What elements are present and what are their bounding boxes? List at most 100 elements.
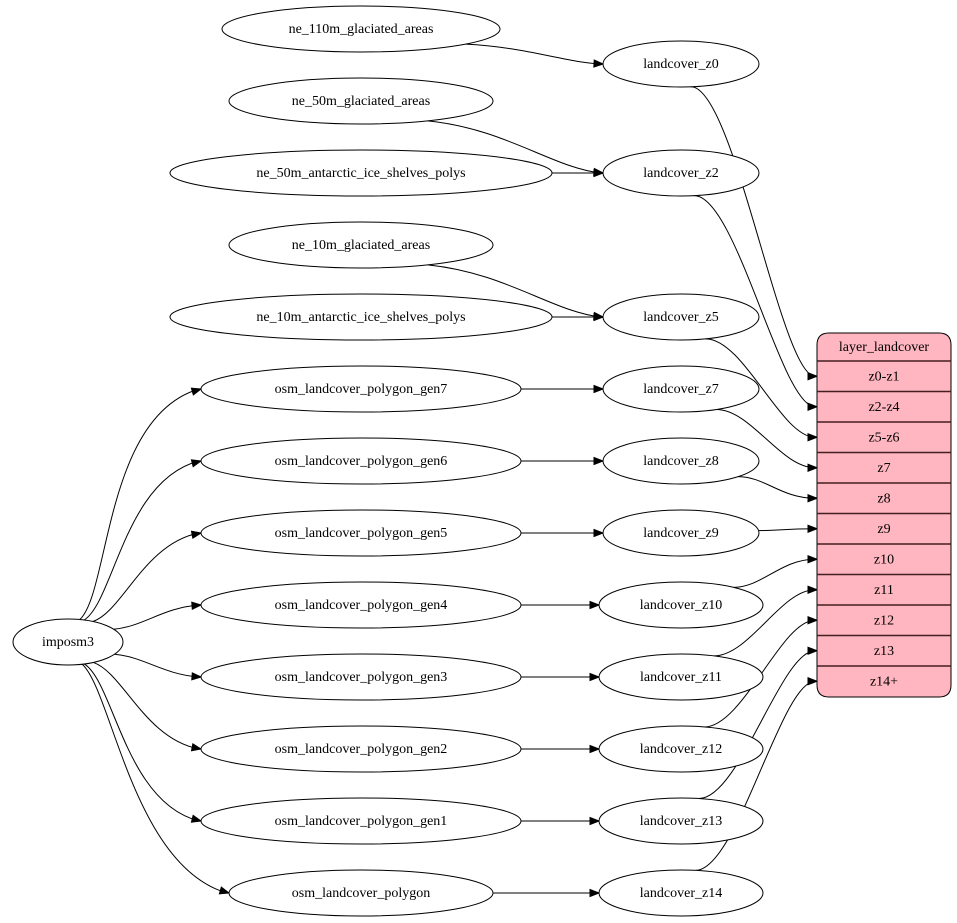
layer-node-landcover_z13[interactable]: landcover_z13 (598, 797, 764, 845)
edge-arrowhead (593, 59, 605, 68)
edge-arrowhead (807, 677, 819, 686)
edge-landcover_z13-to-row-z13 (698, 650, 816, 800)
layer-node-landcover_z0[interactable]: landcover_z0 (602, 40, 760, 88)
edge-arrowhead (807, 555, 819, 564)
table-row-label: z2-z4 (868, 400, 899, 415)
table-row-row-z12[interactable]: z12 (817, 605, 951, 636)
node-label: landcover_z12 (640, 742, 722, 757)
input-node-osm_landcover_polygon_gen5[interactable]: osm_landcover_polygon_gen5 (200, 509, 522, 557)
table-row-row-z9[interactable]: z9 (817, 514, 951, 545)
layer-node-landcover_z9[interactable]: landcover_z9 (602, 509, 760, 557)
input-node-ne_50m_glaciated_areas[interactable]: ne_50m_glaciated_areas (228, 77, 494, 125)
edge-arrowhead (807, 372, 819, 381)
node-shape (221, 5, 501, 53)
table-header-label: layer_landcover (839, 340, 930, 355)
layer-node-landcover_z14[interactable]: landcover_z14 (598, 869, 764, 917)
edge-arrowhead (191, 601, 203, 610)
input-node-osm_landcover_polygon[interactable]: osm_landcover_polygon (228, 869, 494, 917)
node-label: imposm3 (42, 635, 94, 650)
edge-arrowhead (589, 672, 601, 682)
edges-group (79, 43, 819, 898)
input-node-ne_10m_antarctic_ice_shelves_polys[interactable]: ne_10m_antarctic_ice_shelves_polys (169, 293, 553, 341)
edge-arrowhead (190, 743, 203, 752)
node-label: landcover_z10 (640, 598, 722, 613)
node-label: osm_landcover_polygon_gen2 (275, 742, 448, 757)
node-shape (200, 653, 522, 701)
input-node-osm_landcover_polygon_gen3[interactable]: osm_landcover_polygon_gen3 (200, 653, 522, 701)
edge-arrowhead (593, 168, 605, 178)
input-node-ne_110m_glaciated_areas[interactable]: ne_110m_glaciated_areas (221, 5, 501, 53)
node-shape (228, 221, 494, 269)
table-row-label: z10 (874, 552, 894, 567)
table-row-row-z8[interactable]: z8 (817, 483, 951, 514)
table-row-label: z13 (874, 644, 894, 659)
edge-imposm3-to-osm_landcover_polygon (81, 663, 228, 894)
layer-node-landcover_z5[interactable]: landcover_z5 (602, 293, 760, 341)
node-shape (228, 77, 494, 125)
input-node-osm_landcover_polygon_gen7[interactable]: osm_landcover_polygon_gen7 (200, 365, 522, 413)
node-shape (602, 509, 760, 557)
edge-arrowhead (593, 384, 605, 394)
edge-arrowhead (190, 814, 203, 823)
edge-arrowhead (190, 530, 203, 539)
edge-arrowhead (190, 387, 203, 396)
edge-arrowhead (807, 494, 819, 503)
layer-node-landcover_z11[interactable]: landcover_z11 (598, 653, 764, 701)
node-label: landcover_z7 (643, 382, 718, 397)
input-node-osm_landcover_polygon_gen2[interactable]: osm_landcover_polygon_gen2 (200, 725, 522, 773)
edge-landcover_z10-to-row-z10 (733, 558, 816, 588)
input-node-osm_landcover_polygon_gen6[interactable]: osm_landcover_polygon_gen6 (200, 437, 522, 485)
table-row-row-z10[interactable]: z10 (817, 544, 951, 575)
input-node-ne_50m_antarctic_ice_shelves_polys[interactable]: ne_50m_antarctic_ice_shelves_polys (169, 149, 553, 197)
node-label: landcover_z2 (643, 166, 718, 181)
table-row-row-z14[interactable]: z14+ (817, 666, 951, 697)
table-row-label: z0-z1 (868, 369, 899, 384)
input-node-osm_landcover_polygon_gen1[interactable]: osm_landcover_polygon_gen1 (200, 797, 522, 845)
edge-landcover_z0-to-row-z0-z1 (690, 86, 816, 377)
table-row-label: z8 (877, 491, 890, 506)
node-shape (169, 293, 553, 341)
table-row-row-z5-z6[interactable]: z5-z6 (817, 422, 951, 453)
layer-node-landcover_z12[interactable]: landcover_z12 (598, 725, 764, 773)
node-shape (598, 581, 764, 629)
table-row-row-z0-z1[interactable]: z0-z1 (817, 361, 951, 392)
node-label: ne_50m_glaciated_areas (292, 94, 430, 109)
layer-node-landcover_z2[interactable]: landcover_z2 (602, 149, 760, 197)
table-row-row-z2-z4[interactable]: z2-z4 (817, 392, 951, 423)
edge-arrowhead (191, 672, 203, 681)
edge-landcover_z14-to-row-z14 (695, 680, 816, 871)
table-row-row-z7[interactable]: z7 (817, 453, 951, 484)
edge-arrowhead (807, 616, 819, 625)
edge-landcover_z9-to-row-z9 (758, 528, 816, 532)
edge-landcover_z5-to-row-z5-z6 (705, 338, 816, 438)
layer-node-landcover_z8[interactable]: landcover_z8 (602, 437, 760, 485)
edge-arrowhead (589, 888, 601, 898)
nodes-group: imposm3 ne_110m_glaciated_areas ne_50m_gla… (12, 5, 764, 917)
edge-arrowhead (589, 744, 601, 754)
node-shape (598, 653, 764, 701)
edge-ne_110m_glaciated_areas-to-landcover_z0 (465, 43, 602, 65)
node-label: osm_landcover_polygon (292, 886, 430, 901)
edge-arrowhead (593, 528, 605, 538)
layer-node-landcover_z10[interactable]: landcover_z10 (598, 581, 764, 629)
source-node-imposm3[interactable]: imposm3 (12, 618, 124, 666)
table-row-row-z11[interactable]: z11 (817, 575, 951, 606)
node-shape (200, 797, 522, 845)
input-node-osm_landcover_polygon_gen4[interactable]: osm_landcover_polygon_gen4 (200, 581, 522, 629)
node-shape (602, 437, 760, 485)
edge-imposm3-to-osm_landcover_polygon_gen4 (113, 604, 200, 630)
edge-landcover_z11-to-row-z11 (713, 589, 816, 657)
layer-node-landcover_z7[interactable]: landcover_z7 (602, 365, 760, 413)
table-row-row-z13[interactable]: z13 (817, 636, 951, 667)
edge-landcover_z8-to-row-z8 (738, 476, 816, 499)
edge-arrowhead (807, 646, 819, 655)
node-label: osm_landcover_polygon_gen6 (275, 454, 448, 469)
edge-arrowhead (589, 600, 601, 610)
node-label: ne_110m_glaciated_areas (289, 22, 434, 37)
input-node-ne_10m_glaciated_areas[interactable]: ne_10m_glaciated_areas (228, 221, 494, 269)
edge-arrowhead (190, 459, 203, 468)
edge-arrowhead (593, 312, 605, 322)
node-label: osm_landcover_polygon_gen5 (275, 526, 448, 541)
node-shape (200, 437, 522, 485)
